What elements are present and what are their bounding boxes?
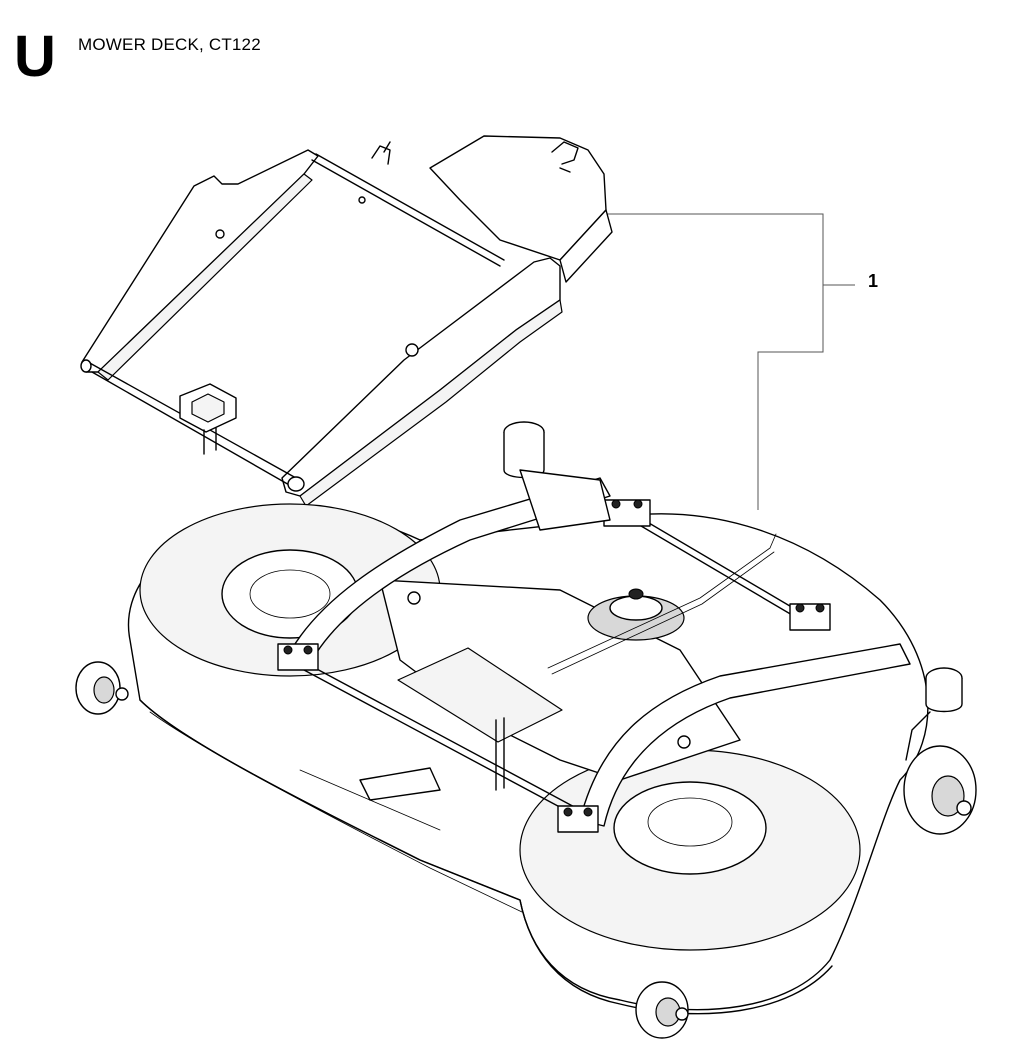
section-letter: U xyxy=(14,24,56,89)
lift-frame xyxy=(80,135,613,507)
callout-number-1: 1 xyxy=(868,271,879,291)
page-title: MOWER DECK, CT122 xyxy=(78,35,261,54)
mower-deck xyxy=(127,503,929,1015)
gauge-wheels xyxy=(75,661,977,1039)
callout-leader-1 xyxy=(606,213,855,510)
lift-linkage xyxy=(277,421,911,833)
